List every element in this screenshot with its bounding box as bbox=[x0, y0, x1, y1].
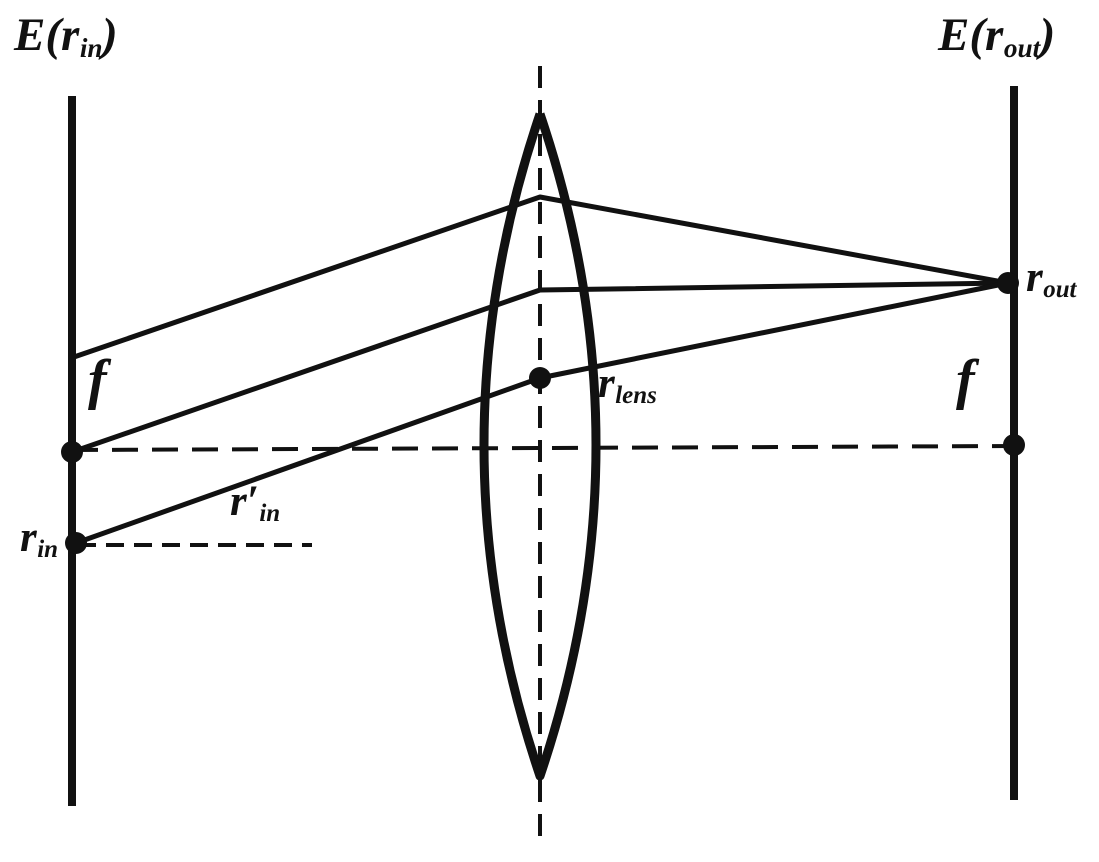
r-lens-dot bbox=[529, 367, 551, 389]
focal-point-right-dot bbox=[1003, 434, 1025, 456]
focal-length-right-text: f bbox=[956, 349, 975, 411]
output-plane-label-sub: out bbox=[1003, 32, 1041, 63]
focal-point-left-dot bbox=[61, 441, 83, 463]
optical-axis-dashed-line bbox=[71, 444, 1015, 452]
output-plane-label-main: E(r bbox=[938, 9, 1004, 61]
input-plane-label-main: E(r bbox=[14, 9, 80, 61]
ray-top bbox=[73, 194, 1009, 360]
r-lens-label-main: r bbox=[598, 360, 615, 407]
r-out-dot bbox=[997, 272, 1019, 294]
input-plane-label-close: ) bbox=[102, 9, 118, 61]
r-in-label: rin bbox=[20, 514, 58, 562]
ray-middle bbox=[71, 280, 1009, 455]
r-prime-in-label: r′in bbox=[230, 478, 280, 526]
r-prime-in-label-sub: in bbox=[259, 500, 281, 528]
r-out-label-main: r bbox=[1026, 254, 1043, 301]
r-out-label: rout bbox=[1026, 254, 1077, 302]
input-plane-label-sub: in bbox=[79, 32, 103, 63]
r-prime-in-label-main: r′ bbox=[230, 478, 259, 525]
r-in-label-sub: in bbox=[37, 536, 59, 564]
focal-length-right-label: f bbox=[956, 352, 975, 408]
r-in-dot bbox=[65, 532, 87, 554]
output-plane-label: E(rout) bbox=[938, 9, 1056, 62]
r-lens-label: rlens bbox=[598, 360, 657, 408]
lens-outline bbox=[479, 112, 601, 781]
focal-length-left-text: f bbox=[88, 349, 107, 411]
r-in-label-main: r bbox=[20, 514, 37, 561]
input-plane-label: E(rin) bbox=[14, 9, 118, 62]
r-lens-label-sub: lens bbox=[615, 382, 657, 410]
focal-length-left-label: f bbox=[88, 352, 107, 408]
r-out-label-sub: out bbox=[1043, 276, 1077, 304]
output-plane-label-close: ) bbox=[1039, 9, 1056, 61]
